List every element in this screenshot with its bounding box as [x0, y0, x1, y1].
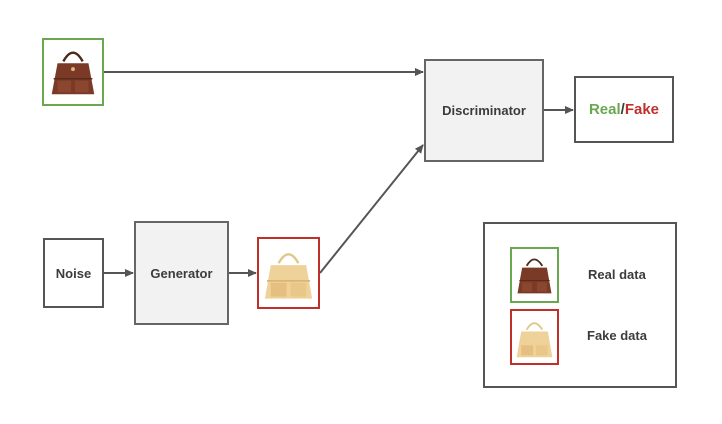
discriminator-label: Discriminator [442, 103, 526, 118]
generator-label: Generator [150, 265, 213, 281]
fake-sample-image [257, 237, 320, 309]
legend-real-label: Real data [588, 267, 646, 282]
edge-fake-to-discriminator [319, 144, 424, 274]
handbag-photo-icon [517, 258, 552, 294]
output-separator: / [620, 101, 625, 118]
output-fake-label: Fake [624, 101, 660, 118]
noise-label: Noise [55, 265, 92, 281]
generator-node: Generator [134, 221, 229, 325]
generated-handbag-icon [264, 253, 313, 299]
legend-fake-swatch [510, 309, 559, 365]
legend-fake-label: Fake data [587, 328, 647, 343]
output-real-label: Real [588, 101, 621, 118]
legend-real-swatch [510, 247, 559, 303]
output-node: Real/Fake [574, 76, 674, 143]
discriminator-node: Discriminator [424, 59, 544, 162]
generated-handbag-icon [516, 322, 553, 358]
real-sample-image [42, 38, 104, 106]
noise-node: Noise [43, 238, 104, 308]
handbag-photo-icon [51, 51, 95, 95]
